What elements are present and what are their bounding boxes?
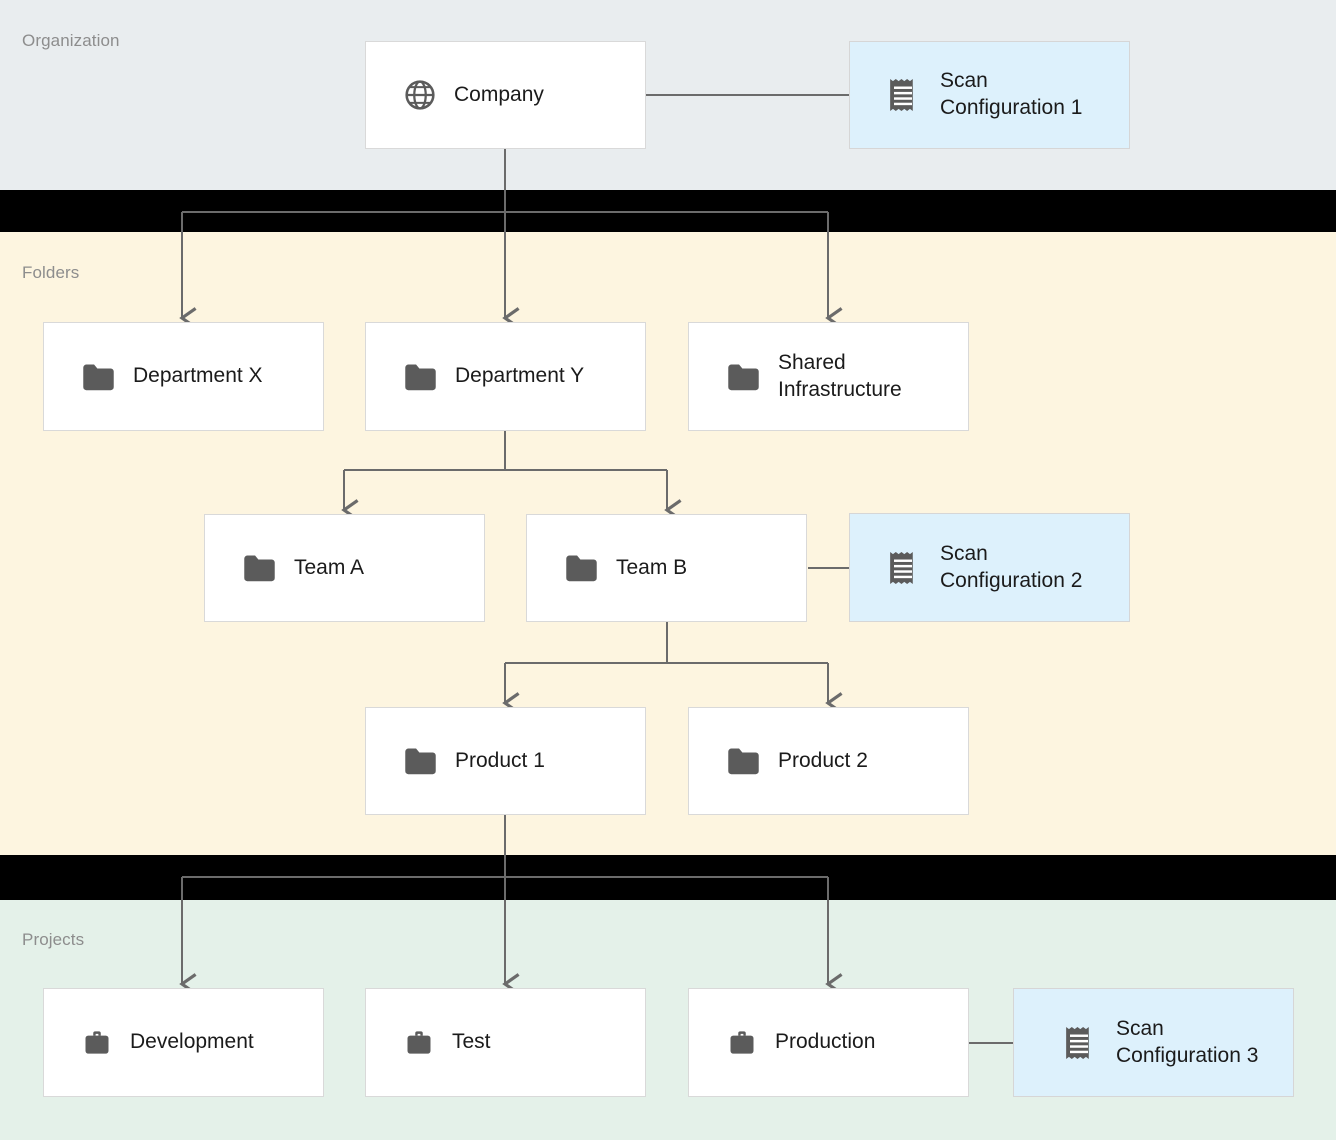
node-label: Test bbox=[452, 1030, 491, 1054]
folder-icon bbox=[82, 363, 115, 391]
node-label: Production bbox=[775, 1030, 876, 1054]
node-company[interactable]: Company bbox=[365, 41, 646, 149]
node-label: Scan Configuration 2 bbox=[940, 541, 1083, 592]
briefcase-icon bbox=[404, 1028, 434, 1058]
node-scan-config-1[interactable]: Scan Configuration 1 bbox=[849, 41, 1130, 149]
band-separator-2 bbox=[0, 855, 1336, 900]
node-label: Product 1 bbox=[455, 748, 545, 772]
folder-icon bbox=[565, 554, 598, 582]
node-production[interactable]: Production bbox=[688, 988, 969, 1097]
node-test[interactable]: Test bbox=[365, 988, 646, 1097]
node-team-a[interactable]: Team A bbox=[204, 514, 485, 622]
briefcase-icon bbox=[82, 1028, 112, 1058]
node-product-1[interactable]: Product 1 bbox=[365, 707, 646, 815]
node-label: Shared Infrastructure bbox=[778, 350, 902, 401]
node-shared-infrastructure[interactable]: Shared Infrastructure bbox=[688, 322, 969, 431]
folder-icon bbox=[243, 554, 276, 582]
node-development[interactable]: Development bbox=[43, 988, 324, 1097]
folder-icon bbox=[404, 747, 437, 775]
node-scan-config-3[interactable]: Scan Configuration 3 bbox=[1013, 988, 1294, 1097]
band-label-folders: Folders bbox=[22, 263, 80, 282]
node-scan-config-2[interactable]: Scan Configuration 2 bbox=[849, 513, 1130, 622]
band-label-projects: Projects bbox=[22, 930, 85, 949]
globe-icon bbox=[404, 79, 436, 111]
node-product-2[interactable]: Product 2 bbox=[688, 707, 969, 815]
receipt-icon bbox=[886, 77, 920, 113]
node-label: Scan Configuration 1 bbox=[940, 69, 1083, 119]
node-department-y[interactable]: Department Y bbox=[365, 322, 646, 431]
receipt-icon bbox=[1062, 1025, 1096, 1061]
node-team-b[interactable]: Team B bbox=[526, 514, 807, 622]
node-label: Department X bbox=[133, 364, 263, 388]
folder-icon bbox=[727, 747, 760, 775]
briefcase-icon bbox=[727, 1028, 757, 1058]
node-label: Team A bbox=[294, 555, 365, 579]
node-label: Product 2 bbox=[778, 748, 868, 772]
receipt-icon bbox=[886, 550, 920, 586]
folder-icon bbox=[404, 363, 437, 391]
band-label-organization: Organization bbox=[22, 31, 120, 50]
node-label: Development bbox=[130, 1030, 254, 1054]
band-organization bbox=[0, 0, 1336, 190]
node-label: Scan Configuration 3 bbox=[1116, 1016, 1259, 1067]
band-separator-1 bbox=[0, 190, 1336, 232]
folder-icon bbox=[727, 363, 760, 391]
node-label: Company bbox=[454, 82, 544, 106]
node-department-x[interactable]: Department X bbox=[43, 322, 324, 431]
node-label: Team B bbox=[616, 555, 688, 579]
node-label: Department Y bbox=[455, 364, 585, 388]
